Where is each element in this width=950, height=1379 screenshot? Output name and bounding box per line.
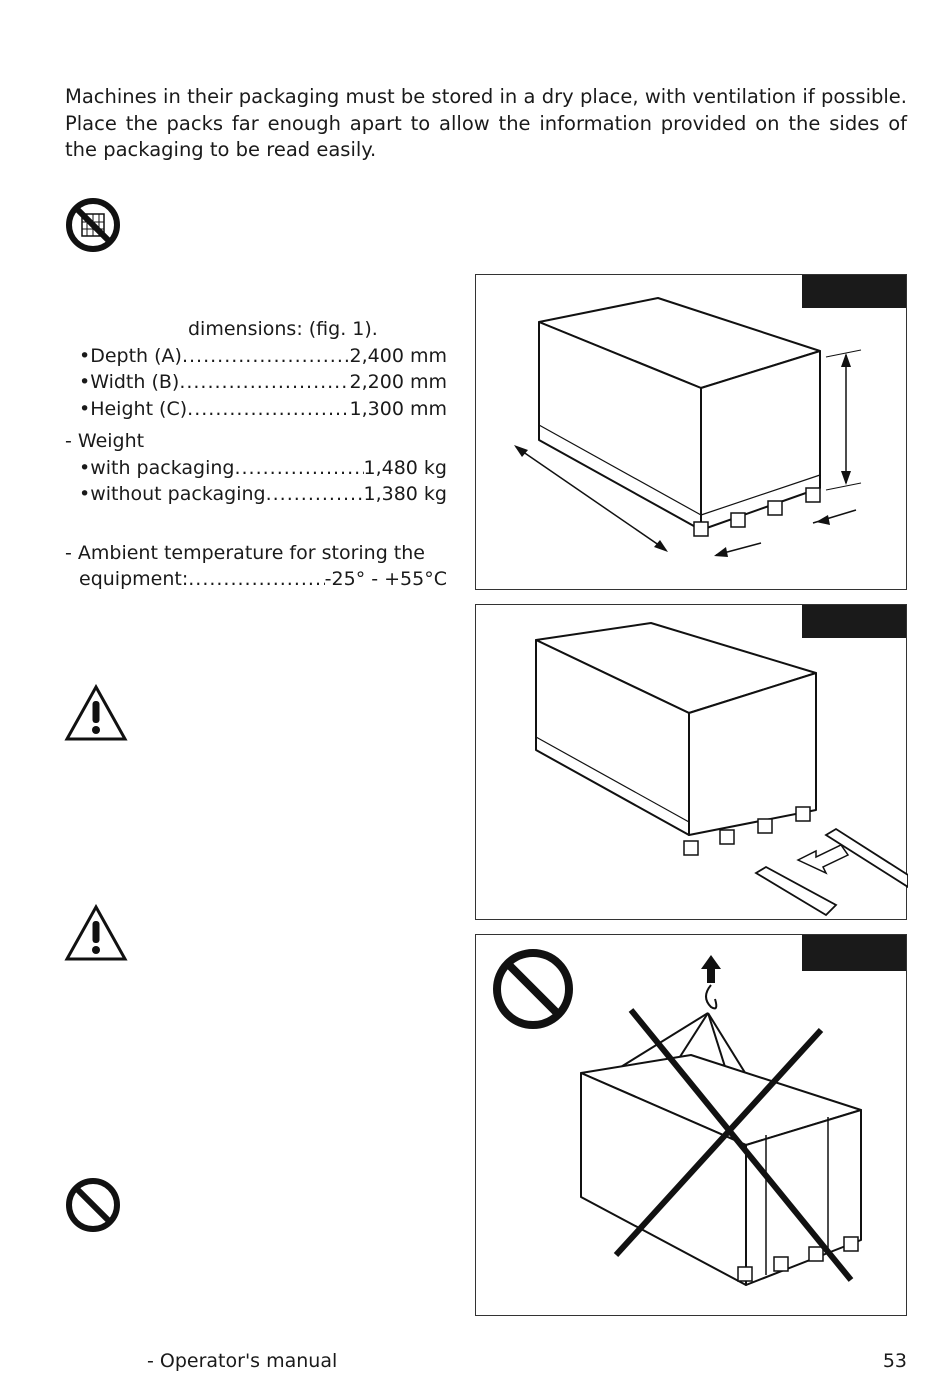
weight-heading: - Weight <box>65 430 145 452</box>
specifications: dimensions: (fig. 1). •Depth (A)2,400 mm… <box>65 316 447 593</box>
dimensions-heading: dimensions: (fig. 1). <box>188 318 378 340</box>
prohibited-icon <box>65 1177 121 1237</box>
no-stacking-icon <box>65 197 121 257</box>
figure-tab <box>802 935 906 971</box>
warning-icon <box>64 903 128 966</box>
figure-tab <box>802 275 906 308</box>
spec-row: •without packaging 1,380 kg <box>65 481 447 508</box>
forklift-figure <box>475 604 908 920</box>
warning-icon <box>64 683 128 746</box>
intro-paragraph: Machines in their packaging must be stor… <box>65 85 907 161</box>
page-number: 53 <box>882 1350 907 1372</box>
temperature-line: - Ambient temperature for storing the <box>65 541 425 564</box>
spec-row: •Depth (A)2,400 mm <box>65 343 447 370</box>
no-lifting-figure <box>475 934 907 1316</box>
spec-row: •with packaging 1,480 kg <box>65 455 447 482</box>
spec-row: •Height (C)1,300 mm <box>65 396 447 423</box>
package-dimensions-figure <box>475 274 907 590</box>
spec-row: •Width (B)2,200 mm <box>65 369 447 396</box>
temperature-row: equipment: .............................… <box>79 568 447 590</box>
footer-manual-label: - Operator's manual <box>147 1350 338 1372</box>
figure-tab <box>802 605 906 638</box>
